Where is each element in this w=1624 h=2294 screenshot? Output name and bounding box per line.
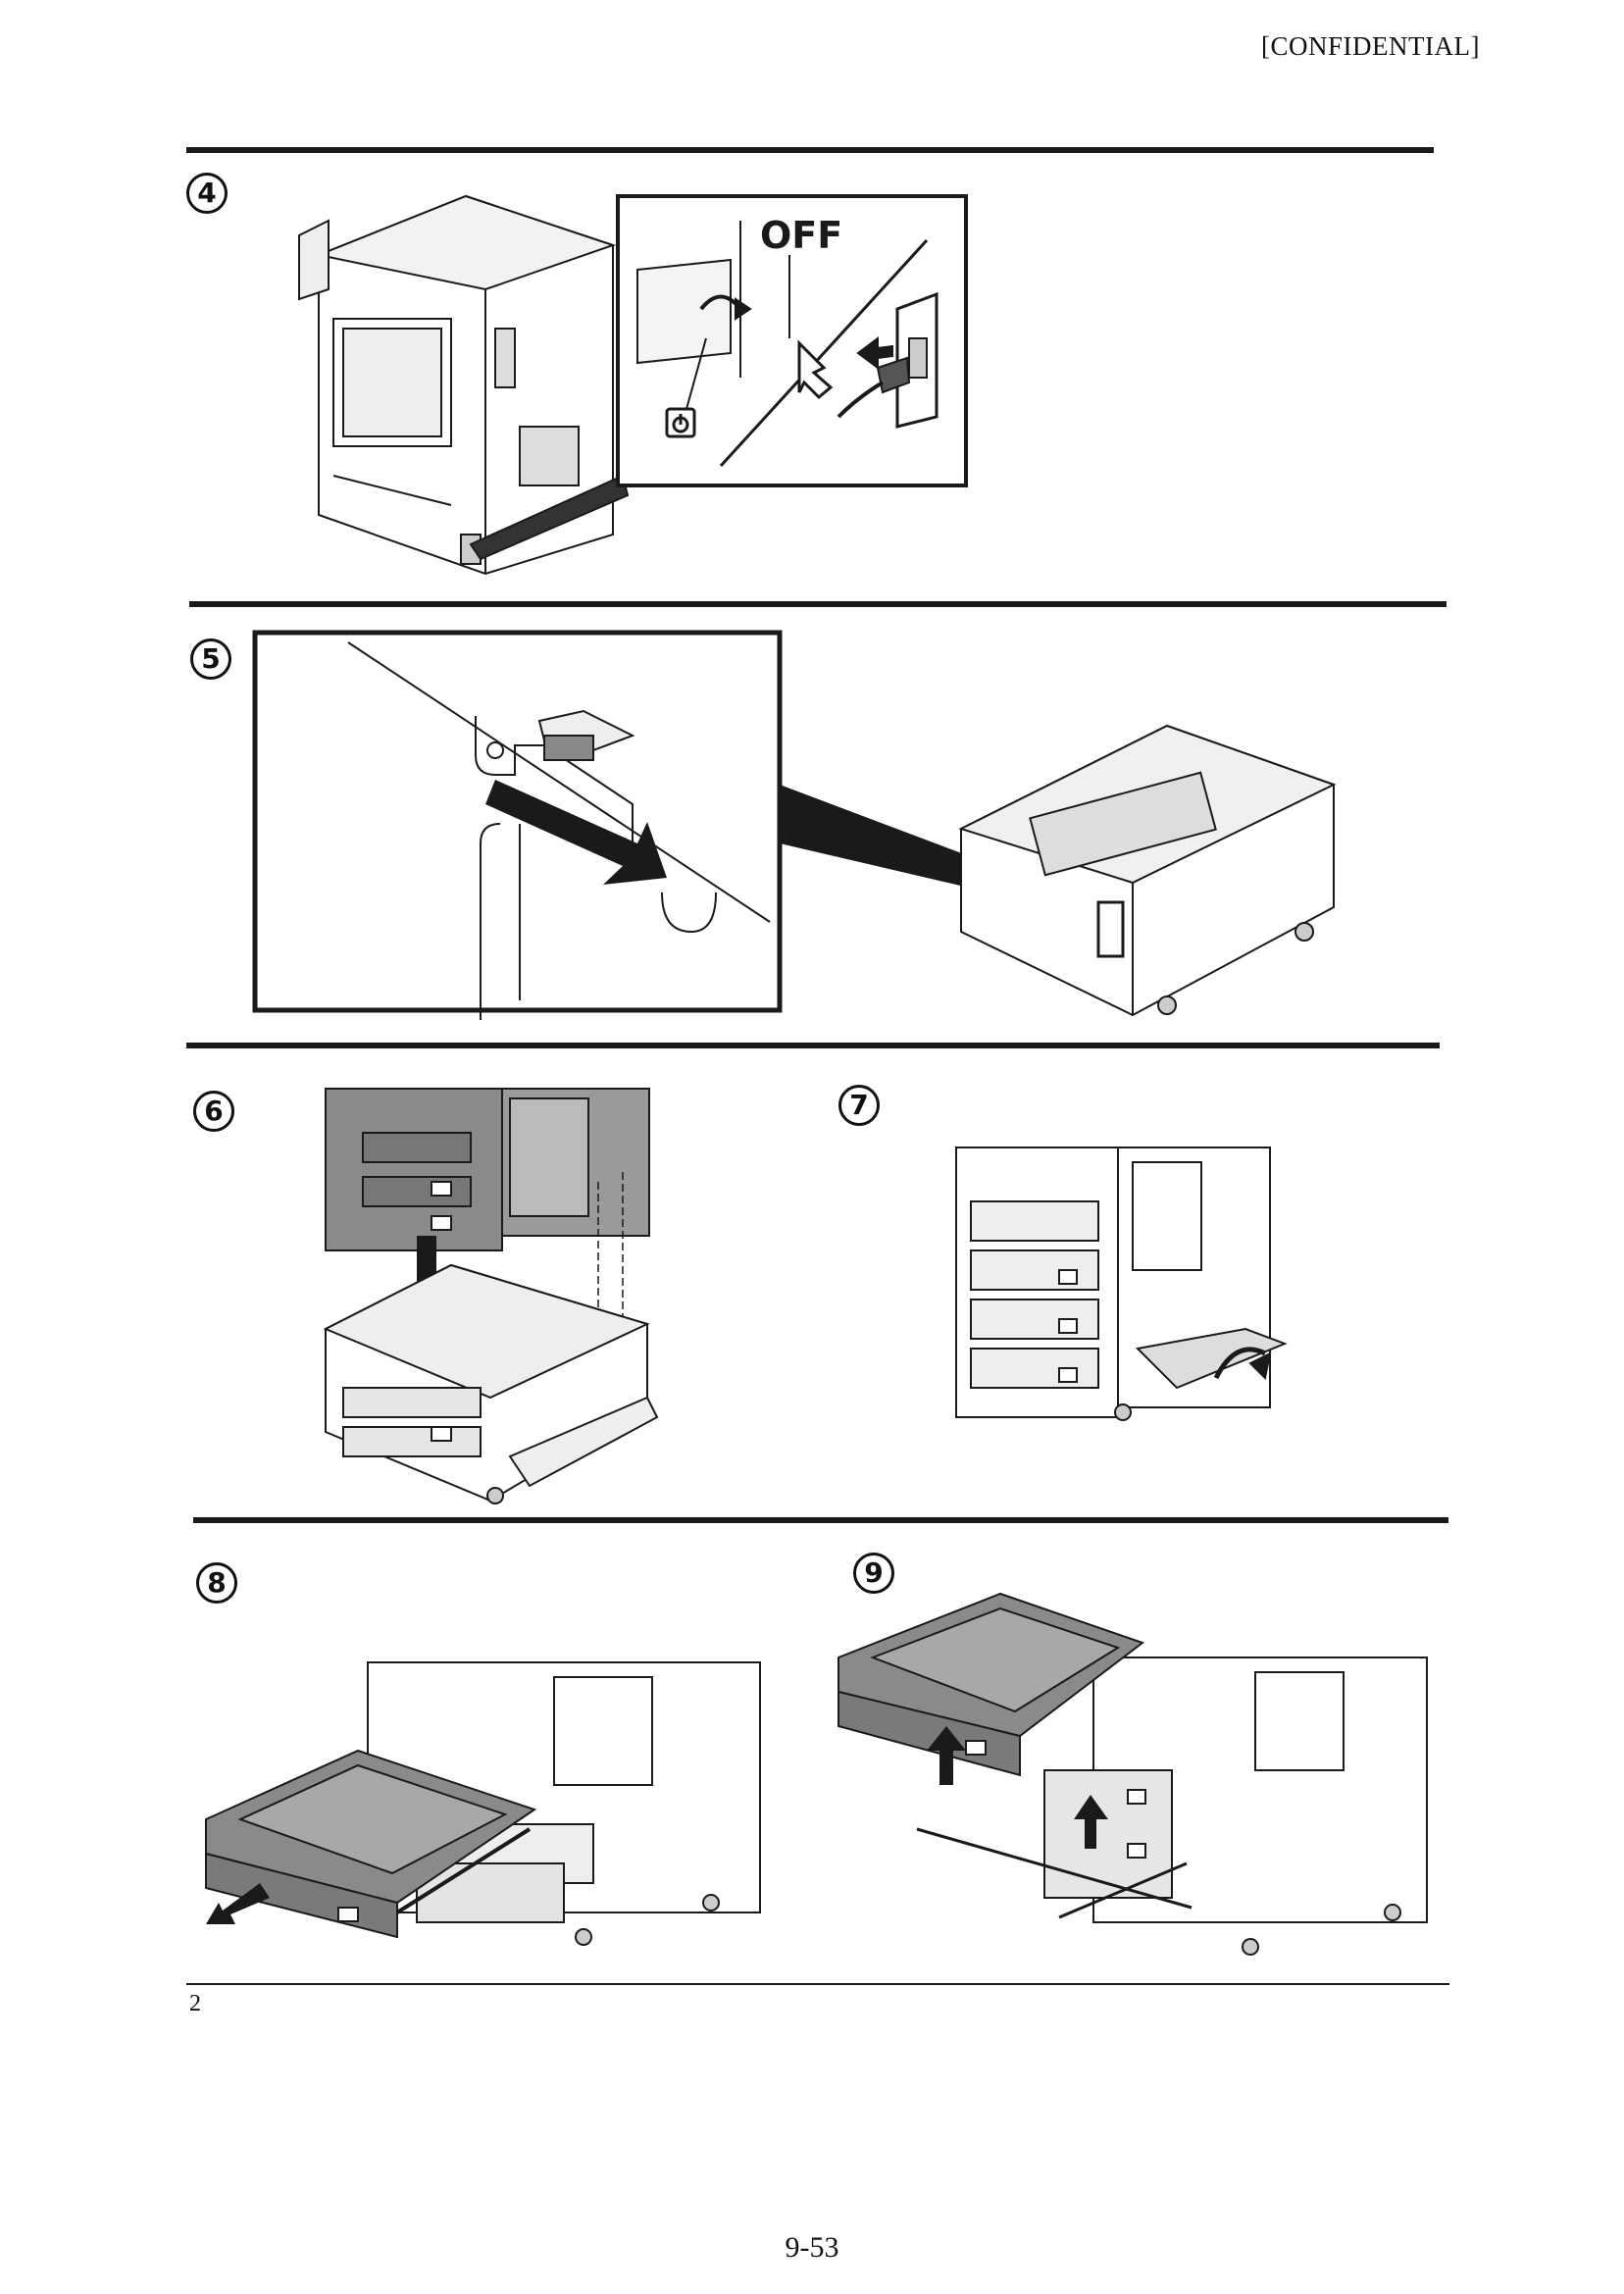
step-number-4: 4 [186, 173, 228, 214]
rails [916, 1827, 1193, 1919]
detail-callout-box [252, 630, 783, 1020]
step-5-illustration [252, 630, 1337, 1020]
lift-arrow [927, 1726, 966, 1785]
arrow-icon [797, 339, 834, 400]
step-number-5: 5 [190, 638, 231, 680]
section-divider [186, 1043, 1440, 1048]
section-divider [186, 147, 1434, 153]
footer-rule [186, 1983, 1449, 1985]
printer-assembled [955, 1147, 1288, 1421]
paper-feed-unit [958, 724, 1337, 1017]
page-number: 9-53 [785, 2231, 839, 2264]
paper-tray-pulled [205, 1749, 537, 1939]
plug-icon [837, 291, 939, 429]
footnote: 2 [189, 1991, 201, 2016]
off-label: OFF [760, 214, 842, 257]
printer-rear-view [298, 194, 617, 576]
section-divider [189, 601, 1446, 607]
step-number-6: 6 [193, 1091, 234, 1132]
step-6-illustration [324, 1088, 659, 1504]
pull-arrow [206, 1883, 270, 1924]
section-divider [193, 1517, 1448, 1523]
step-number-7: 7 [838, 1085, 880, 1126]
step-7-illustration [955, 1147, 1288, 1421]
printer-base [1043, 1657, 1428, 1956]
power-callout-box: OFF [616, 194, 968, 487]
callout-connector [469, 474, 630, 561]
step-4-illustration: OFF [298, 194, 968, 576]
printer-lowering [325, 1088, 650, 1251]
paper-feed-unit [324, 1263, 659, 1504]
power-icon [665, 337, 707, 438]
lift-arrow [1074, 1795, 1108, 1849]
step-number-8: 8 [196, 1562, 237, 1604]
confidential-label: [CONFIDENTIAL] [1261, 31, 1480, 61]
paper-tray-lifted [837, 1592, 1145, 1777]
step-8-illustration [205, 1661, 761, 1946]
step-9-illustration [837, 1592, 1428, 1956]
step-number-9: 9 [853, 1553, 894, 1594]
